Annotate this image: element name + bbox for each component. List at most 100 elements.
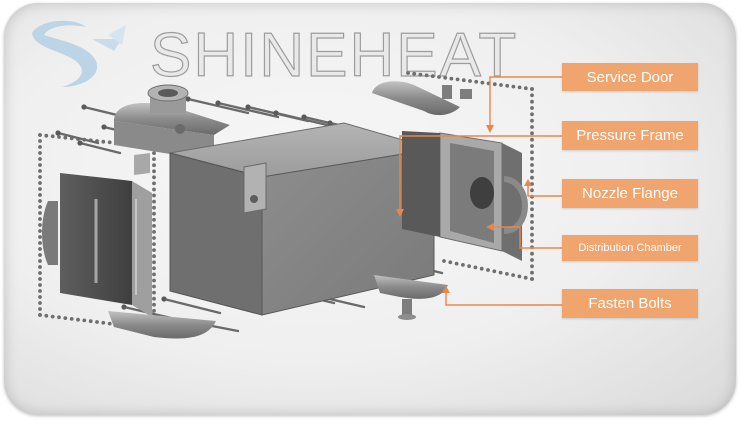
bolt-dot xyxy=(38,199,42,203)
bolt-dot xyxy=(530,125,534,129)
bolt-dot xyxy=(38,289,42,293)
bolt-dot xyxy=(38,205,42,209)
bolt-dot xyxy=(152,217,156,222)
bolt-dot xyxy=(38,193,42,197)
bolt-dot xyxy=(461,78,466,83)
bolt-dot xyxy=(38,265,42,269)
bolt-dot xyxy=(38,169,42,173)
bolt-dot xyxy=(437,75,441,79)
bolt-dot xyxy=(101,139,106,144)
bolt-dot xyxy=(530,213,534,218)
bolt-dot xyxy=(38,139,42,143)
bolt-dot xyxy=(530,239,534,243)
bolt-dot xyxy=(430,74,435,79)
bolt-head xyxy=(327,120,333,126)
left-end-plate xyxy=(42,173,152,317)
callout-service-door: Service Door xyxy=(562,63,698,91)
bolt-dot xyxy=(530,106,534,110)
bolt-dot xyxy=(418,72,423,77)
leader-distribution-chamber xyxy=(494,226,566,249)
bolt-dot xyxy=(505,272,509,276)
bolt-rod xyxy=(186,97,250,115)
bolt-dot xyxy=(38,253,42,257)
leader-pressure-frame xyxy=(399,135,566,209)
bolt-dot xyxy=(38,181,42,185)
bolt-dot xyxy=(530,258,534,262)
bolt-dot xyxy=(498,270,503,275)
bolt-dot xyxy=(530,144,534,148)
callout-fasten-bolts: Fasten Bolts xyxy=(562,289,698,318)
callout-pressure-frame: Pressure Frame xyxy=(562,121,698,150)
exploded-heat-exchanger-illustration xyxy=(38,71,566,339)
shineheat-logo-icon xyxy=(32,20,126,87)
bolt-dot xyxy=(152,254,156,259)
arrowhead-pressure-frame xyxy=(396,209,404,217)
bolt-dot xyxy=(38,277,42,281)
bolt-dot xyxy=(152,224,156,228)
bolt-dot xyxy=(530,87,534,91)
bolt-dot xyxy=(152,260,156,265)
bolt-dot xyxy=(38,163,42,167)
bolt-dot xyxy=(511,273,515,277)
bolt-dot xyxy=(530,232,534,237)
bolt-dot xyxy=(152,169,156,174)
bolt-head xyxy=(55,130,61,136)
bolt-dot xyxy=(530,251,534,256)
brand-watermark: SHINEHEAT xyxy=(149,21,519,90)
bolt-dot xyxy=(530,118,534,123)
bolt-dot xyxy=(486,268,490,272)
arrowhead-nozzle-flange xyxy=(524,179,532,186)
bolt-dot xyxy=(152,272,156,277)
bolt-rod xyxy=(274,111,338,129)
bolt-dot xyxy=(455,77,460,82)
bolt-dot xyxy=(38,235,42,239)
bolt-dot xyxy=(38,217,42,221)
bolt-dot xyxy=(530,99,534,104)
bolt-head xyxy=(161,296,167,302)
bolt-dot xyxy=(530,163,534,167)
bolt-dot xyxy=(530,264,534,269)
bolt-dot xyxy=(152,284,156,289)
bolt-dot xyxy=(44,133,49,138)
callout-leader-lines xyxy=(399,76,566,306)
arrowhead-service-door xyxy=(486,125,494,133)
bolt-dot xyxy=(38,133,42,137)
bolt-dot xyxy=(492,82,497,87)
bolt-dot xyxy=(530,137,534,142)
bolt-dot xyxy=(38,145,42,149)
bolt-dot xyxy=(38,187,42,191)
bolt-dot xyxy=(152,187,156,192)
bolt-dot xyxy=(467,264,471,268)
bolt-dot xyxy=(523,86,528,91)
bolt-dot xyxy=(152,242,156,247)
bolt-dot xyxy=(499,83,503,87)
bolt-dot xyxy=(38,271,42,275)
bolt-dot xyxy=(152,278,156,283)
bolt-dot xyxy=(152,199,156,204)
bolt-dot xyxy=(38,229,42,233)
bolt-dot xyxy=(88,319,93,324)
leader-nozzle-flange xyxy=(527,186,566,197)
bolt-dot xyxy=(530,131,534,136)
bolt-dot xyxy=(530,156,534,161)
bolt-dot xyxy=(530,277,534,281)
right-flange-panel xyxy=(402,131,503,252)
bolt-dot xyxy=(38,259,42,263)
bolt-dot xyxy=(38,241,42,245)
bolt-dot xyxy=(152,151,156,156)
leader-service-door xyxy=(489,76,566,125)
bolt-dot xyxy=(530,220,534,224)
bolt-head xyxy=(215,100,221,106)
bolt-dot xyxy=(63,135,68,140)
bolt-dot xyxy=(152,248,156,253)
pressure-frame-box xyxy=(134,122,435,316)
bolt-head xyxy=(185,96,191,102)
bolt-dot xyxy=(530,150,534,155)
bolt-dot xyxy=(38,307,42,311)
callout-nozzle-flange: Nozzle Flange xyxy=(562,179,698,208)
bolt-head xyxy=(121,304,127,310)
bolt-dot xyxy=(480,80,485,85)
upper-right-header xyxy=(372,81,472,116)
bolt-dot xyxy=(57,135,61,139)
bolt-dot xyxy=(82,318,87,323)
